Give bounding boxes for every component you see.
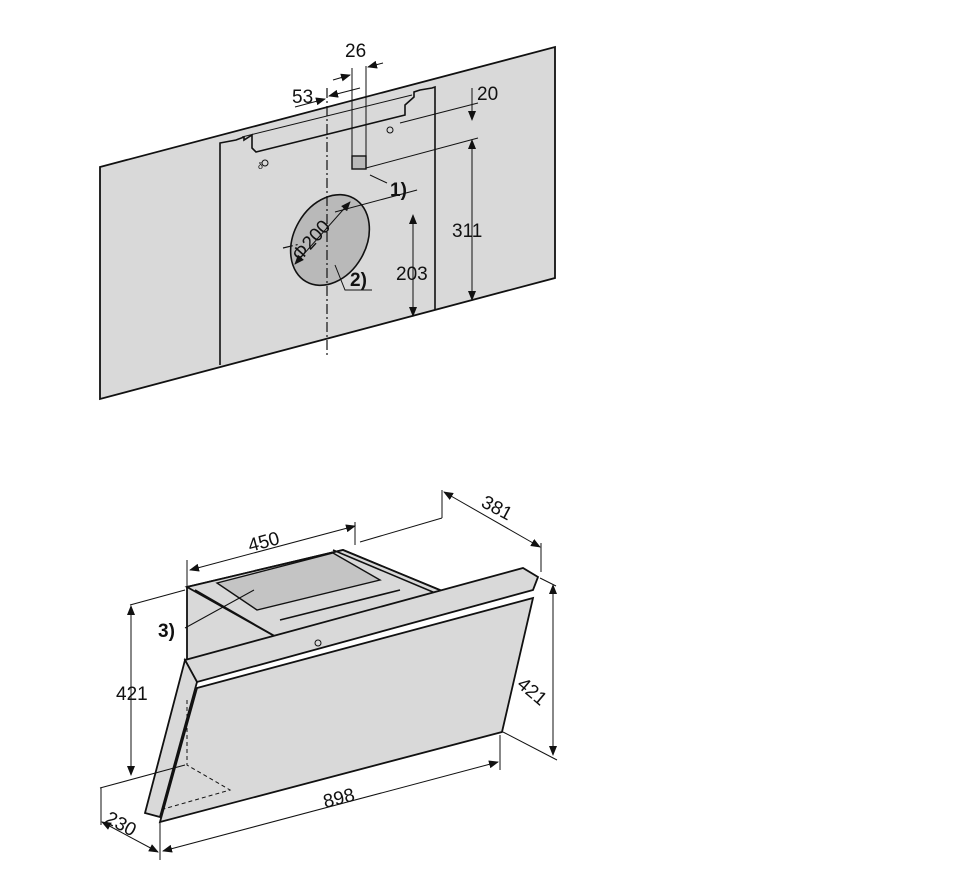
dim-53: 53 bbox=[292, 87, 313, 108]
dim-230: 230 bbox=[102, 808, 140, 841]
callout-3: 3) bbox=[158, 621, 175, 642]
dim-381: 381 bbox=[478, 492, 516, 525]
wall-drawing: ᵟ 26 53 20 311 203 Φ200 1) 2) bbox=[99, 41, 556, 401]
keyhole-icon bbox=[386, 126, 394, 134]
dim-421-left: 421 bbox=[116, 684, 148, 705]
callout-2: 2) bbox=[350, 270, 367, 291]
keyhole-icon: ᵟ bbox=[258, 160, 263, 175]
hood-drawing: 450 381 421 421 898 230 3) bbox=[99, 490, 558, 860]
keyhole-icon bbox=[261, 159, 269, 167]
dim-450: 450 bbox=[246, 528, 282, 556]
dim-203: 203 bbox=[396, 264, 428, 285]
dim-898: 898 bbox=[321, 785, 357, 813]
dim-26: 26 bbox=[345, 41, 366, 62]
socket-position bbox=[351, 155, 367, 170]
hood-side-edge bbox=[143, 657, 198, 819]
control-sensor-icon bbox=[314, 639, 322, 647]
dim-421-right: 421 bbox=[513, 674, 551, 710]
callout-1: 1) bbox=[390, 180, 407, 201]
dim-20: 20 bbox=[477, 84, 498, 105]
mounting-plate bbox=[219, 85, 436, 365]
dim-311: 311 bbox=[452, 221, 482, 242]
